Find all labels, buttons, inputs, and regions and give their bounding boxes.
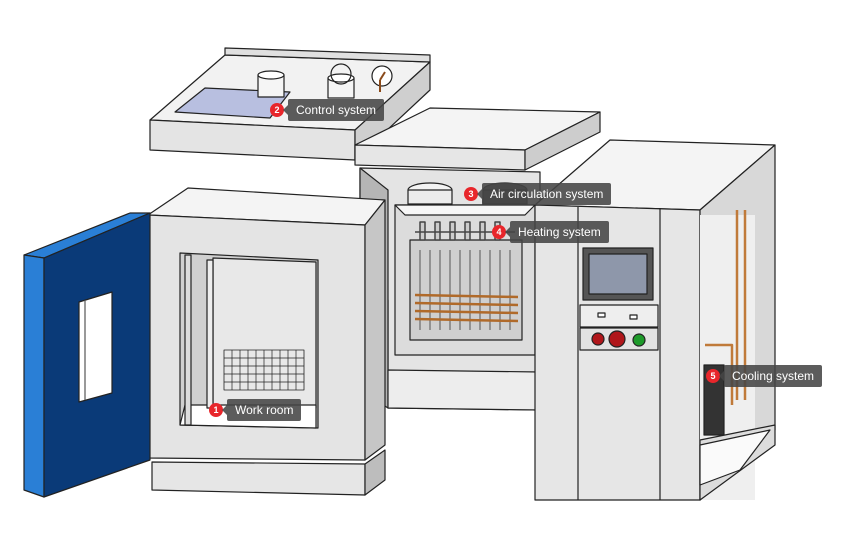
chamber-door	[23, 212, 151, 498]
callout-label: Cooling system	[718, 365, 823, 387]
callout-number-badge: 5	[706, 369, 720, 383]
callout-label: Heating system	[505, 221, 609, 243]
middle-lid	[354, 107, 601, 171]
callout-control-system: 2 Control system	[270, 99, 385, 121]
callout-air-circulation-system: 3 Air circulation system	[464, 183, 612, 205]
callout-label: Work room	[221, 399, 302, 421]
callout-work-room: 1 Work room	[209, 399, 302, 421]
callout-number-badge: 2	[270, 103, 284, 117]
callout-number-badge: 3	[464, 187, 478, 201]
callout-number-badge: 4	[492, 225, 506, 239]
callout-cooling-system: 5 Cooling system	[706, 365, 823, 387]
callout-heating-system: 4 Heating system	[492, 221, 609, 243]
callout-number-badge: 1	[209, 403, 223, 417]
work-room-cabinet	[147, 187, 386, 496]
callout-label: Control system	[282, 99, 385, 121]
callout-label: Air circulation system	[476, 183, 612, 205]
control-system-tray	[149, 47, 431, 161]
